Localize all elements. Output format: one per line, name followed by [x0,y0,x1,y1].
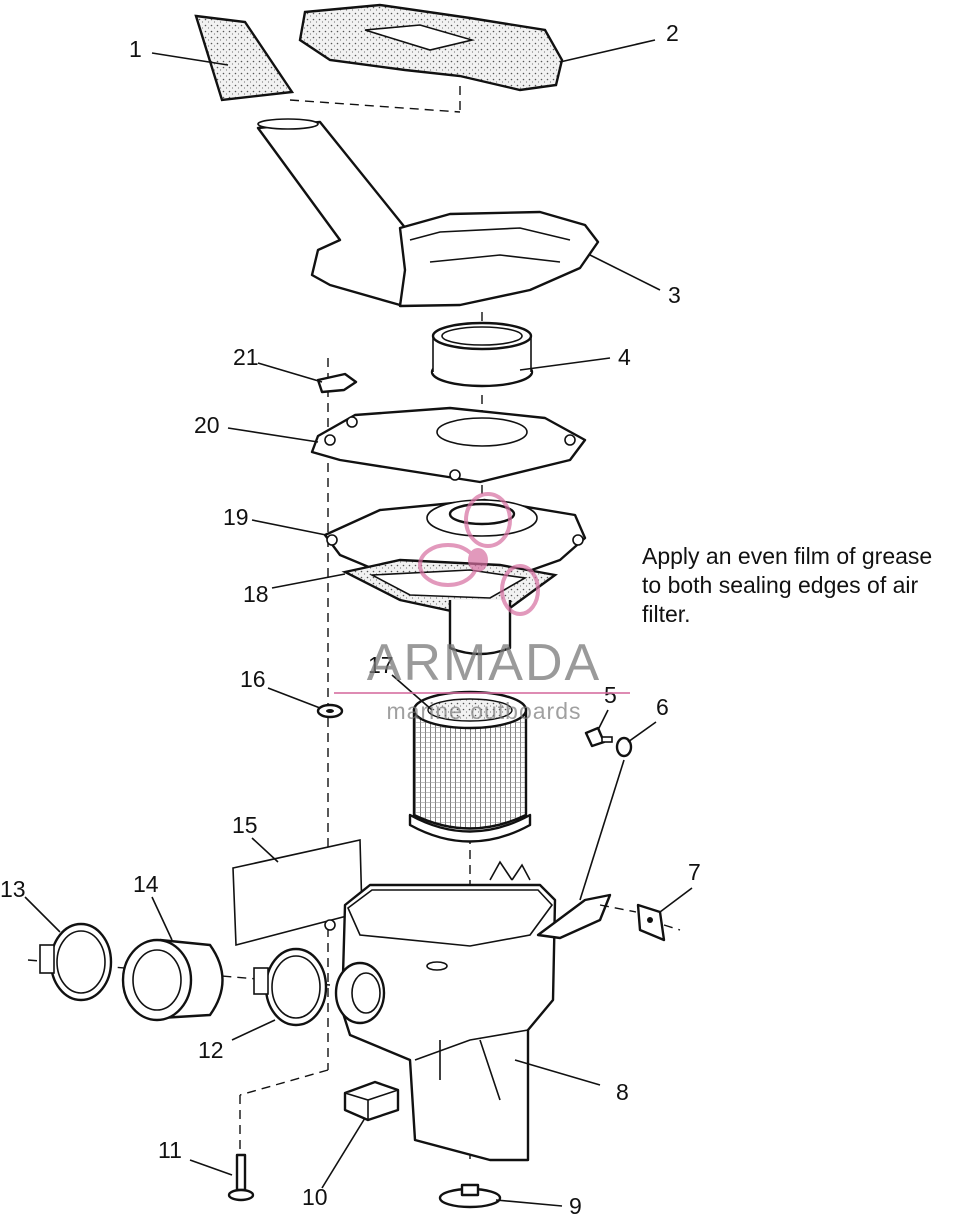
part-17-air-filter [408,690,532,843]
watermark-divider [334,692,630,694]
part-number-labels: 1 2 3 4 5 6 7 8 9 10 11 12 13 14 15 16 1… [0,20,701,1216]
label-14: 14 [133,871,159,897]
part-11-screw [227,1153,255,1202]
label-18: 18 [243,581,269,607]
note-line-1: Apply an even film of grease [642,543,933,569]
label-3: 3 [668,282,681,308]
inner-tube [448,600,512,656]
label-12: 12 [198,1037,224,1063]
label-1: 1 [129,36,142,62]
part-2-foam-pad [298,3,564,92]
part-10-foam-block [343,1080,400,1122]
label-8: 8 [616,1079,629,1105]
part-8-airbox [324,860,612,1162]
part-3-intake-cover [256,118,600,308]
label-4: 4 [618,344,631,370]
part-6-washer [615,736,633,758]
part-14-duct [121,938,224,1022]
label-17: 17 [368,652,394,678]
label-21: 21 [233,344,259,370]
label-5: 5 [604,682,617,708]
label-16: 16 [240,666,266,692]
label-10: 10 [302,1184,328,1210]
label-20: 20 [194,412,220,438]
label-13: 13 [0,876,26,902]
label-15: 15 [232,812,258,838]
label-11: 11 [158,1137,182,1163]
part-13-clamp [39,922,113,1002]
leader-lines [24,39,693,1207]
watermark-brand: ARMADA [366,634,602,692]
part-9-drain-cap [438,1183,502,1209]
part-5-bolt [584,726,613,748]
label-7: 7 [688,859,701,885]
part-4-sleeve [430,321,534,388]
label-19: 19 [223,504,249,530]
part-15-decal [232,839,363,947]
note-line-2: to both sealing edges of air [642,572,919,598]
part-20-top-plate [310,406,587,484]
part-7-clip [636,903,666,942]
part-12-clamp [253,947,328,1027]
part-1-seal [194,14,295,102]
watermark-tagline: marine outboards [386,698,582,724]
grease-instruction-note: Apply an even film of grease to both sea… [642,542,967,629]
part-16-washer [316,703,344,719]
label-2: 2 [666,20,679,46]
label-9: 9 [569,1193,582,1216]
note-line-3: filter. [642,601,691,627]
watermark-logo-mark [418,492,540,616]
label-6: 6 [656,694,669,720]
part-21-nut [316,372,358,394]
